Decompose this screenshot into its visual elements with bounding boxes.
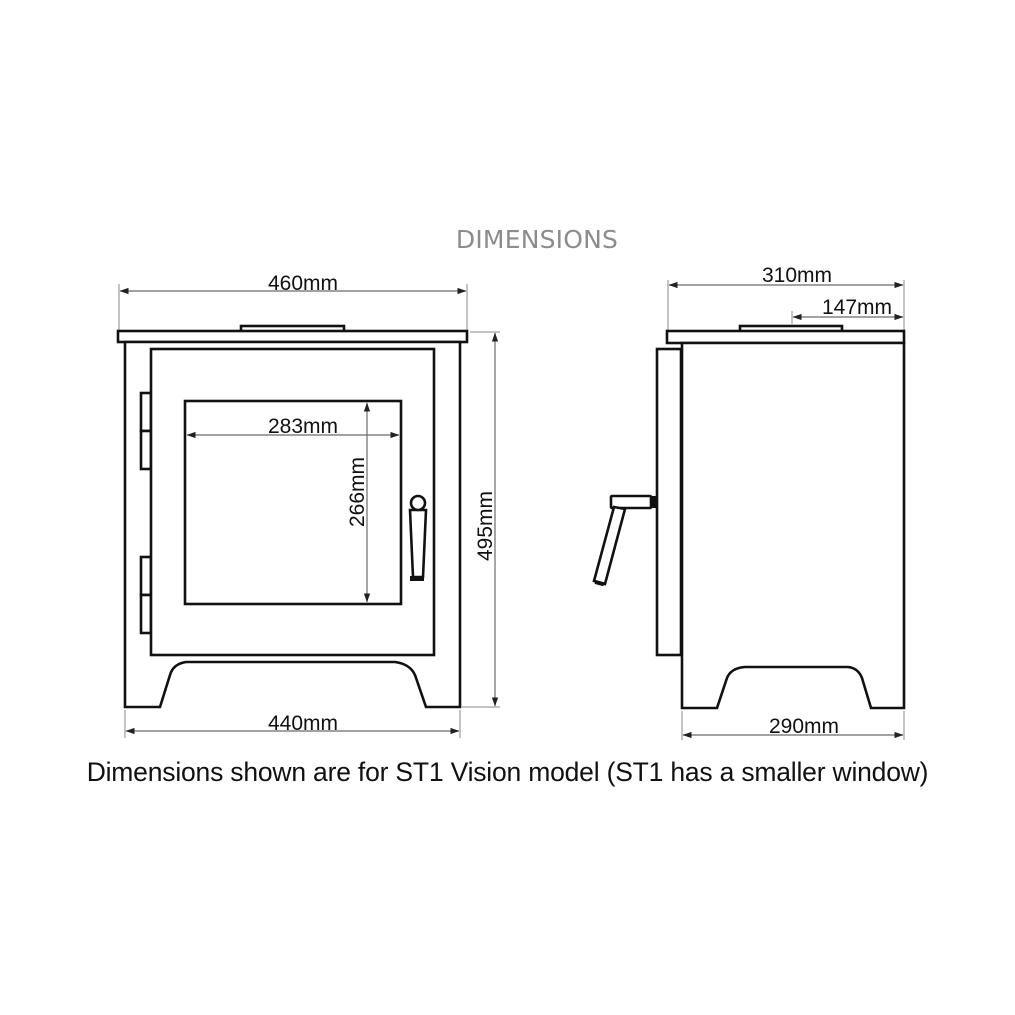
dimension-overall-depth: 310mm <box>667 264 905 331</box>
side-top-plate <box>665 329 906 345</box>
lower-hinge <box>139 555 153 635</box>
front-top-plate <box>116 329 469 344</box>
label-window-height: 266mm <box>346 457 369 527</box>
side-door-profile <box>655 347 683 657</box>
diagram-title: DIMENSIONS <box>456 225 618 254</box>
side-view: 310mm 147mm 290mm <box>592 264 906 740</box>
diagram-caption: Dimensions shown are for ST1 Vision mode… <box>86 757 929 787</box>
label-overall-height: 495mm <box>474 491 497 561</box>
label-base-width: 440mm <box>268 712 338 735</box>
label-window-width: 283mm <box>268 415 338 438</box>
side-body <box>680 341 906 710</box>
dimension-base-depth: 290mm <box>681 711 905 740</box>
side-door-handle <box>592 494 657 587</box>
label-overall-width: 460mm <box>268 272 338 295</box>
dimension-window-height: 266mm <box>346 402 371 603</box>
front-view: 460mm 283mm <box>116 272 500 738</box>
label-overall-depth: 310mm <box>762 264 832 287</box>
dimension-flue-offset: 147mm <box>791 296 904 324</box>
front-door-handle <box>408 494 428 581</box>
label-base-depth: 290mm <box>769 715 839 738</box>
dimension-overall-width: 460mm <box>118 272 468 330</box>
upper-hinge <box>139 391 153 471</box>
dimension-base-width: 440mm <box>124 710 461 738</box>
dimension-window-width: 283mm <box>186 415 400 439</box>
label-flue-offset: 147mm <box>822 296 892 319</box>
dimension-overall-height: 495mm <box>462 331 500 708</box>
